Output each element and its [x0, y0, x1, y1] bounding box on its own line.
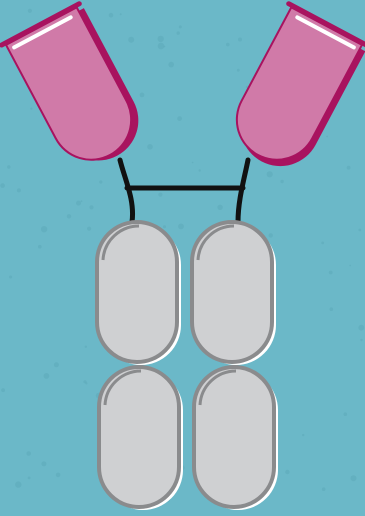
background-speckle [178, 224, 184, 230]
background-speckle [330, 307, 334, 311]
background-speckle [226, 43, 230, 47]
background-speckle [238, 38, 242, 42]
background-speckle [1, 388, 5, 392]
background-speckle [99, 180, 102, 183]
background-speckle [128, 37, 134, 43]
background-speckle [54, 362, 59, 367]
background-speckle [358, 325, 364, 331]
background-speckle [322, 487, 326, 491]
background-speckle [158, 36, 164, 42]
background-speckle [87, 227, 91, 231]
background-speckle [267, 171, 273, 177]
background-speckle [81, 200, 83, 202]
background-speckle [360, 339, 362, 341]
background-speckle [269, 233, 273, 237]
background-speckle [147, 144, 153, 150]
background-speckle [280, 180, 283, 183]
background-speckle [38, 245, 42, 249]
background-speckle [76, 201, 81, 206]
lower-left-domain [99, 367, 183, 510]
background-speckle [7, 165, 10, 168]
background-speckle [9, 276, 12, 279]
background-speckle [28, 477, 31, 480]
background-speckle [140, 93, 145, 98]
background-speckle [177, 31, 180, 34]
background-speckle [347, 166, 351, 170]
background-speckle [15, 481, 21, 487]
background-speckle [26, 451, 31, 456]
background-speckle [158, 193, 162, 197]
background-speckle [168, 62, 174, 68]
background-speckle [326, 136, 328, 138]
background-speckle [41, 226, 47, 232]
background-speckle [89, 205, 93, 209]
background-speckle [344, 412, 348, 416]
background-speckle [349, 265, 351, 267]
background-speckle [41, 461, 46, 466]
background-speckle [28, 9, 32, 13]
background-speckle [321, 242, 324, 245]
background-speckle [199, 169, 201, 171]
background-speckle [237, 69, 240, 72]
background-speckle [217, 205, 222, 210]
background-speckle [0, 183, 5, 188]
background-speckle [30, 108, 32, 110]
background-speckle [83, 380, 86, 383]
background-speckle [56, 473, 61, 478]
background-speckle [85, 346, 87, 348]
background-speckle [329, 271, 333, 275]
background-speckle [158, 43, 165, 50]
background-speckle [351, 475, 357, 481]
background-speckle [302, 434, 304, 436]
background-speckle [163, 225, 166, 228]
background-speckle [179, 25, 182, 28]
upper-right-domain [192, 222, 276, 365]
background-speckle [358, 229, 361, 232]
background-speckle [120, 13, 122, 15]
background-speckle [109, 13, 114, 18]
background-speckle [44, 373, 50, 379]
lower-right-domain [194, 367, 278, 510]
background-speckle [192, 162, 194, 164]
upper-left-domain [97, 222, 181, 365]
background-speckle [17, 188, 21, 192]
background-speckle [67, 214, 71, 218]
background-speckle [177, 116, 182, 121]
background-speckle [285, 470, 289, 474]
